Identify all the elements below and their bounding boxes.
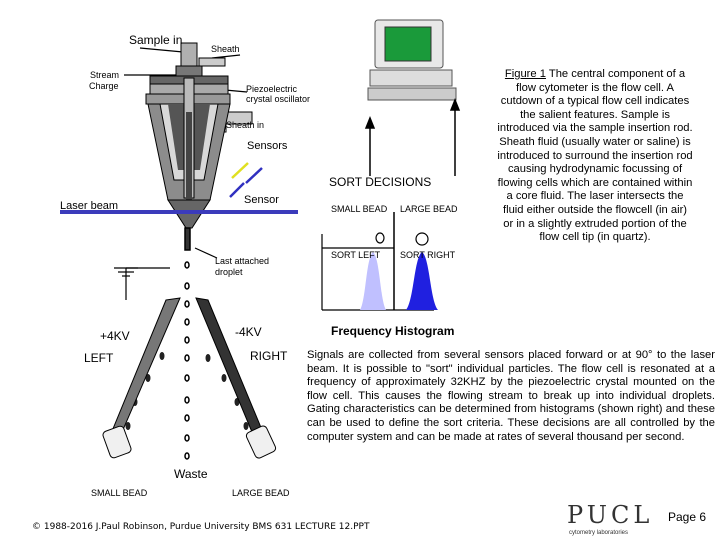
signals-paragraph: Signals are collected from several senso… xyxy=(307,349,715,443)
droplet-stream xyxy=(184,227,191,460)
decision-arrows xyxy=(364,97,461,176)
label-laser-beam: Laser beam xyxy=(60,200,119,212)
label-sort-right: SORT RIGHT xyxy=(400,250,456,260)
label-sample-in: Sample in xyxy=(129,33,183,47)
bead-icons xyxy=(375,232,429,246)
label-piezo-2: crystal oscillator xyxy=(246,94,311,104)
label-large-bead: LARGE BEAD xyxy=(400,204,458,214)
footer-copyright: © 1988-2016 J.Paul Robinson, Purdue Univ… xyxy=(32,522,370,532)
label-bottom-small-bead: SMALL BEAD xyxy=(91,488,148,498)
pucl-logo: PUCL cytometry laboratories xyxy=(563,501,654,537)
label-charge: Charge xyxy=(89,81,119,91)
figure-label: Figure 1 xyxy=(504,68,546,80)
label-sort-left: SORT LEFT xyxy=(331,250,381,260)
logo-sub: cytometry laboratories xyxy=(569,530,629,536)
collection-tubes xyxy=(102,425,277,459)
label-minus-4kv: -4KV xyxy=(235,325,262,339)
computer-icon xyxy=(367,19,457,101)
label-sheath-in: Sheath in xyxy=(226,120,265,130)
ground-symbol xyxy=(114,267,170,300)
sensor-lines xyxy=(229,162,263,198)
label-sensors: Sensors xyxy=(247,140,288,152)
label-frequency-histogram: Frequency Histogram xyxy=(331,324,455,338)
label-last-attached: Last attached xyxy=(215,256,270,266)
laser-beam xyxy=(60,210,298,214)
label-sensor: Sensor xyxy=(244,194,279,206)
frequency-histogram xyxy=(321,212,438,311)
label-sheath: Sheath xyxy=(211,44,240,54)
label-piezo-1: Piezoelectric xyxy=(246,84,298,94)
label-plus-4kv: +4KV xyxy=(100,329,130,343)
flow-cell xyxy=(145,42,253,229)
label-stream: Stream xyxy=(90,70,120,80)
label-left: LEFT xyxy=(84,351,114,365)
label-waste: Waste xyxy=(174,467,208,481)
figure-caption: Figure 1 The central component of a flow… xyxy=(497,68,693,245)
label-small-bead: SMALL BEAD xyxy=(331,204,388,214)
label-right: RIGHT xyxy=(250,349,288,363)
logo-word: PUCL xyxy=(567,501,654,529)
label-droplet: droplet xyxy=(215,267,243,277)
label-bottom-large-bead: LARGE BEAD xyxy=(232,488,290,498)
caption-text: The central component of a flow cytomete… xyxy=(497,68,693,244)
label-sort-decisions: SORT DECISIONS xyxy=(329,175,432,189)
page-number: Page 6 xyxy=(668,510,707,524)
